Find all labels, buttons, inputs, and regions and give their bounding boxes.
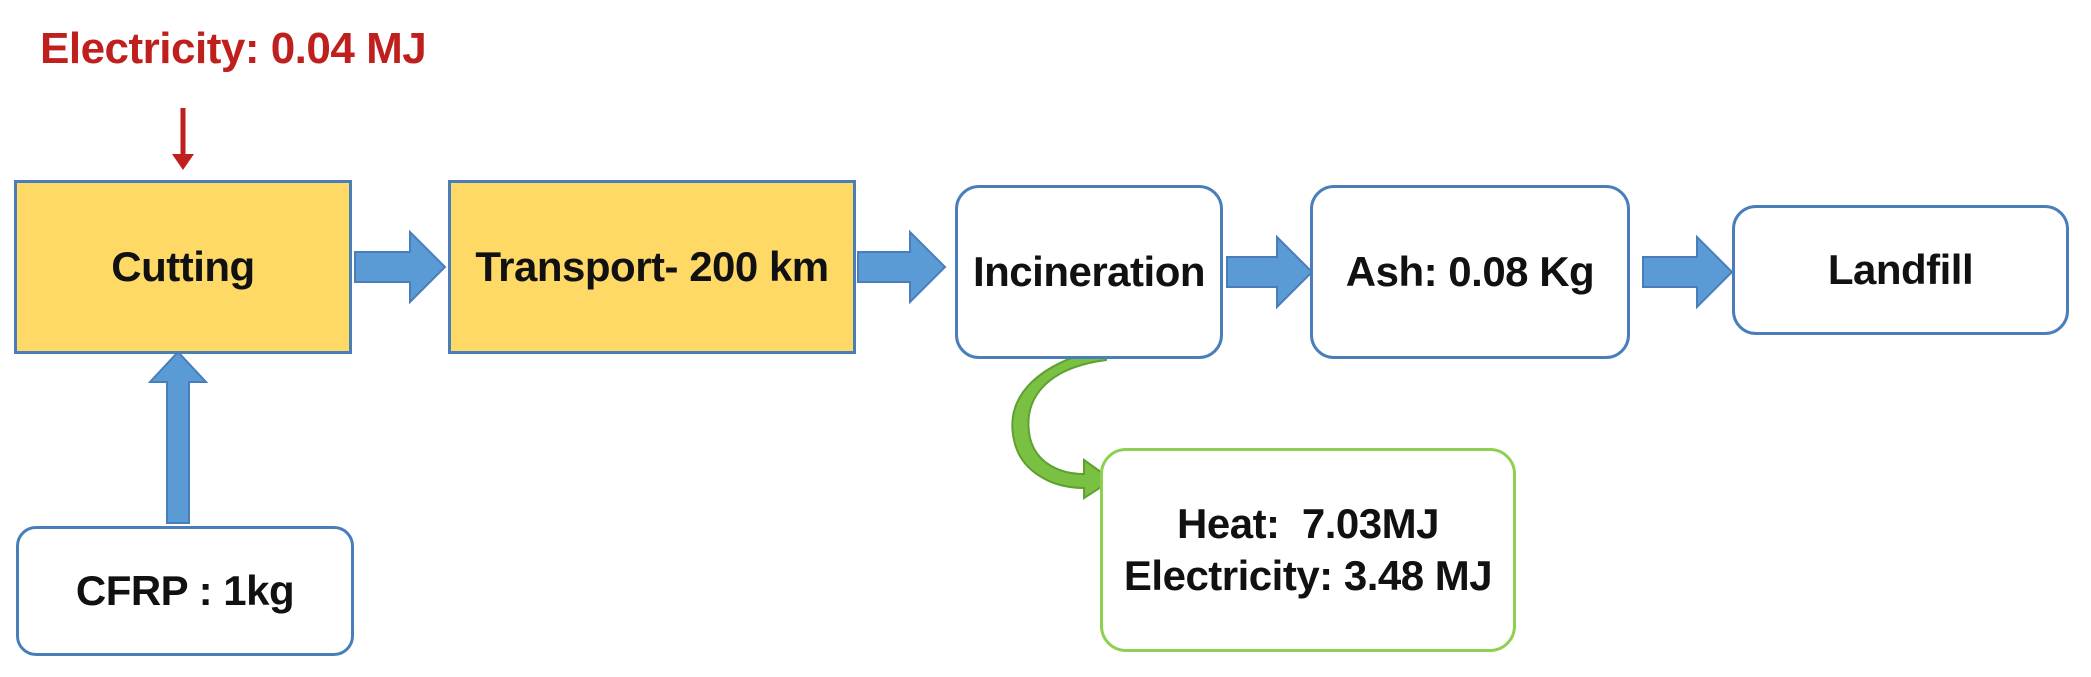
landfill-node: Landfill [1732,205,2069,335]
ash-node: Ash: 0.08 Kg [1310,185,1630,359]
cutting-label: Cutting [111,242,255,290]
energy-output-text: Heat: 7.03MJ Electricity: 3.48 MJ [1123,498,1493,603]
arrow-cutting-to-transport [354,229,447,305]
electricity-input-arrow [172,108,194,170]
energy-recovery-curved-arrow [1011,346,1114,500]
cutting-node: Cutting [14,180,352,354]
ash-label: Ash: 0.08 Kg [1345,247,1595,295]
arrow-ash-to-landfill [1642,234,1734,310]
incineration-label: Incineration [972,247,1206,295]
incineration-node: Incineration [955,185,1223,359]
cfrp-input-node: CFRP : 1kg [16,526,354,656]
arrow-incineration-to-ash [1226,234,1314,310]
electricity-output-label: Electricity: 3.48 MJ [1123,552,1493,599]
landfill-label: Landfill [1827,245,1974,293]
transport-label: Transport- 200 km [475,242,829,290]
electricity-input-label: Electricity: 0.04 MJ [40,24,427,73]
energy-output-node: Heat: 7.03MJ Electricity: 3.48 MJ [1100,448,1516,652]
arrow-transport-to-incineration [857,229,947,305]
cfrp-label: CFRP : 1kg [75,566,295,614]
transport-node: Transport- 200 km [448,180,856,354]
heat-output-label: Heat: 7.03MJ [1177,499,1439,547]
arrow-cfrp-to-cutting [147,350,209,524]
